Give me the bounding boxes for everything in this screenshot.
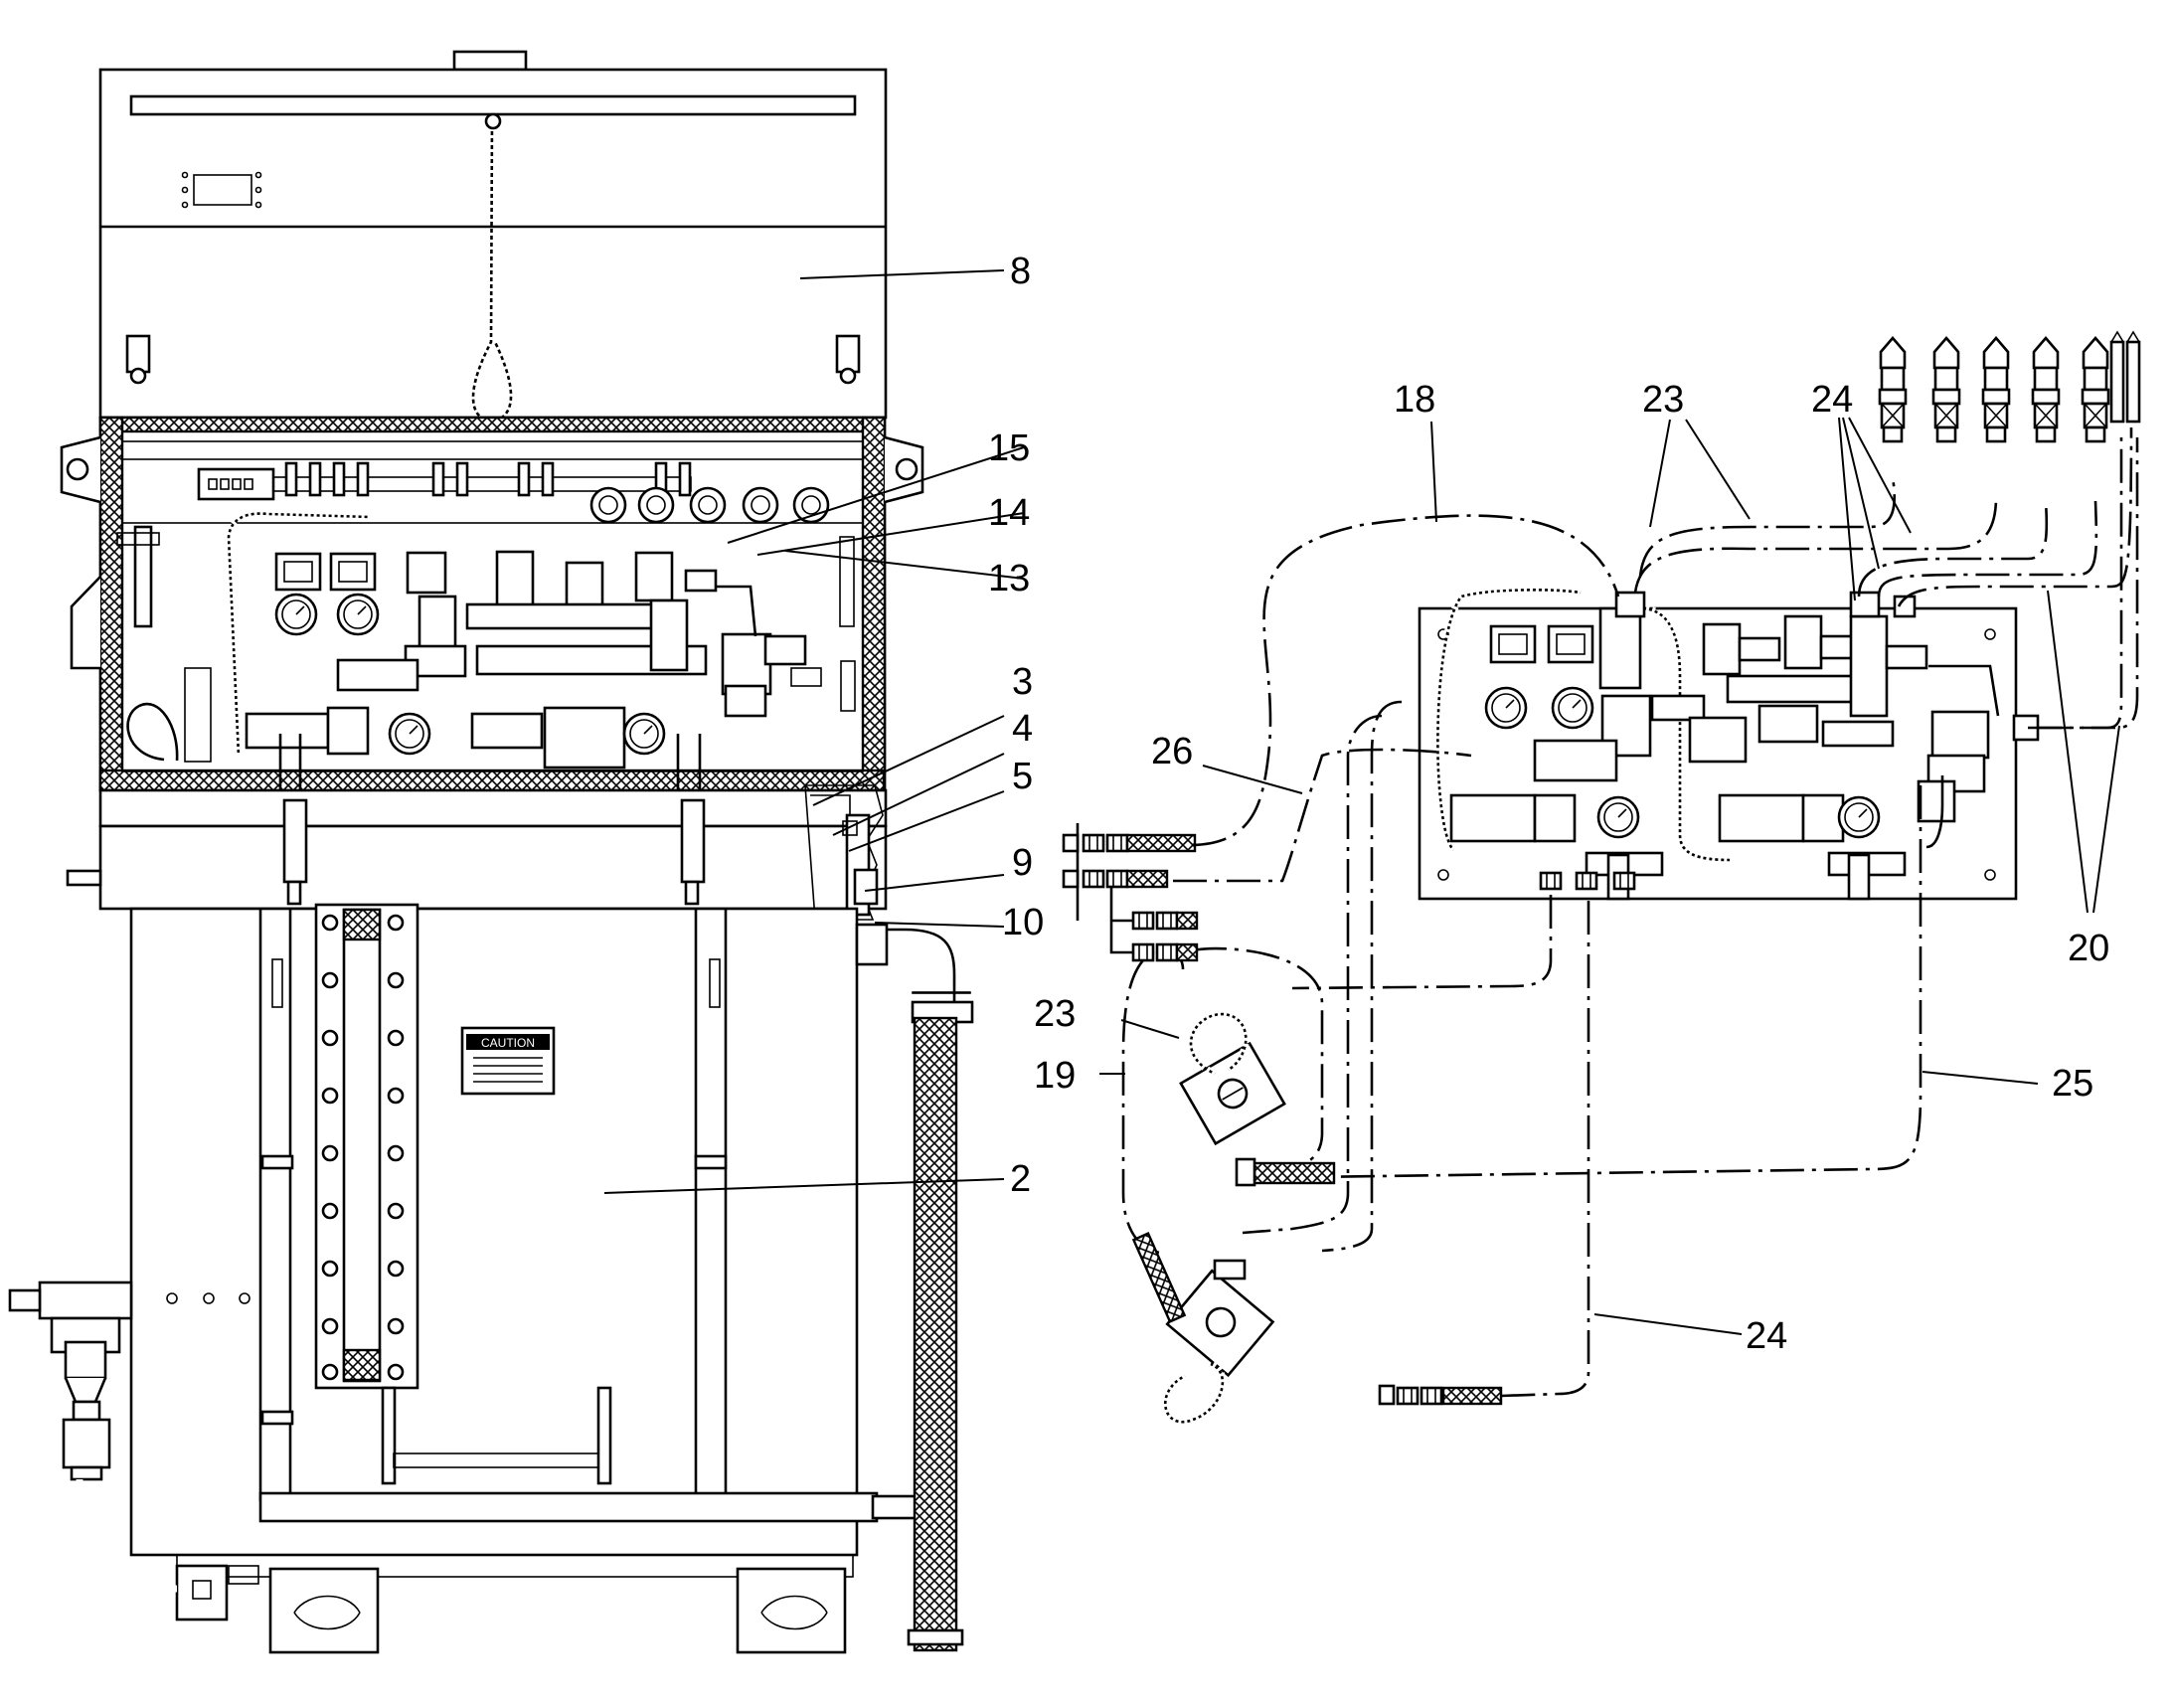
callout-9: 9 [1012,842,1033,884]
support-rail [66,784,888,921]
callout-24-top: 24 [1811,379,1853,421]
callout-20: 20 [2068,928,2109,969]
callout-4: 4 [1012,708,1033,750]
leader-lines [603,269,2120,1335]
callout-26: 26 [1151,731,1193,772]
callout-14: 14 [988,492,1030,534]
drain-hose [855,923,974,1652]
hose-valve-assemblies [1131,1010,1336,1426]
callout-10: 10 [1002,902,1044,943]
callout-23-bottom: 23 [1034,993,1076,1035]
caution-decal: CAUTION [460,1026,556,1096]
callout-19: 19 [1034,1055,1076,1097]
callout-labels: 8 15 14 13 3 4 5 9 10 2 18 23 24 26 20 2… [988,251,2109,1357]
caution-heading: CAUTION [481,1036,535,1050]
callout-13: 13 [988,558,1030,599]
callout-23-top: 23 [1642,379,1684,421]
callout-24-bottom: 24 [1746,1315,1787,1357]
control-panel-frame [60,416,924,805]
quick-couplers [1878,330,2141,443]
callout-3: 3 [1012,661,1033,703]
cover-lid [98,50,888,424]
callout-15: 15 [988,427,1030,469]
callout-2: 2 [1010,1158,1031,1200]
callout-25: 25 [2052,1063,2093,1105]
unit-assembly: CAUTION [8,50,974,1654]
tank-body: CAUTION [129,903,946,1654]
callout-18: 18 [1394,379,1435,421]
callout-5: 5 [1012,756,1033,797]
hose-end-fittings [1062,823,1503,1406]
manifold-panel [1418,586,2040,901]
phantom-hose-routes [1121,427,2139,1398]
filter-regulator [8,1281,177,1593]
callout-8: 8 [1010,251,1031,292]
hose-routing-detail [1062,330,2141,1426]
